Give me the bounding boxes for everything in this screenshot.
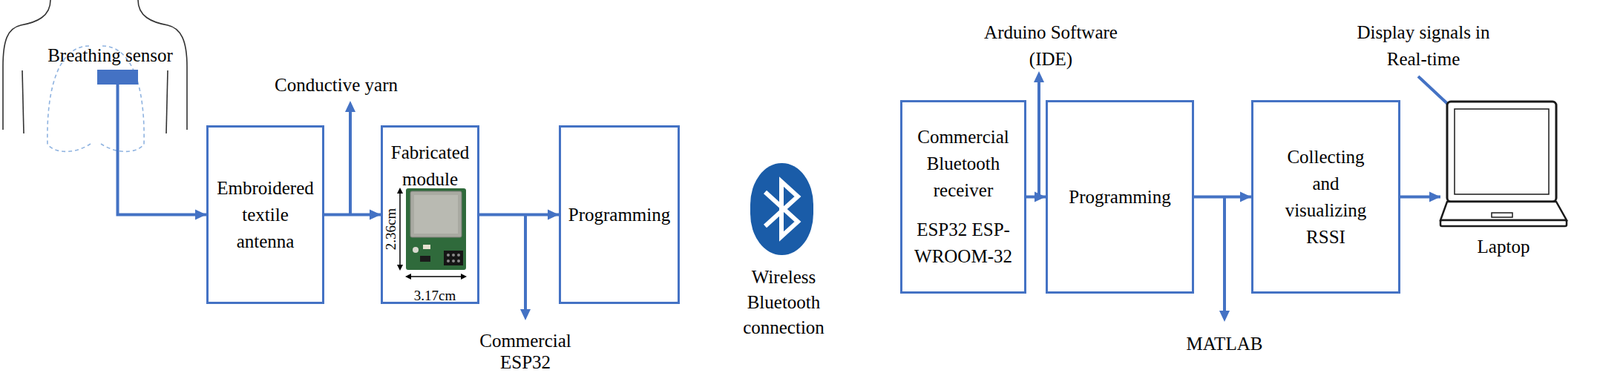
- dimension-head: [397, 264, 403, 271]
- connector-arrow: [479, 210, 559, 221]
- torso-outline: [2, 0, 188, 134]
- arrow-head: [520, 309, 531, 321]
- annotation-label: Display signals in Real-time: [1347, 19, 1500, 73]
- connector-line: [1400, 195, 1441, 199]
- connector-arrow: [324, 210, 381, 221]
- arrow-head: [547, 210, 559, 221]
- annotation-label: Conductive yarn: [261, 71, 411, 98]
- connector-arrow: [117, 84, 208, 221]
- dimension-vertical: [399, 191, 401, 268]
- pcb-board: [405, 188, 467, 271]
- pin-header: [443, 250, 464, 266]
- process-box: Collecting and visualizing RSSI: [1251, 100, 1401, 294]
- component: [423, 244, 431, 250]
- pin: [451, 253, 455, 257]
- annotation-label: Arduino Software (IDE): [975, 19, 1128, 73]
- arrow-head: [195, 210, 207, 221]
- laptop-lid: [1447, 101, 1557, 202]
- process-box: Embroidered textile antenna: [206, 125, 325, 305]
- leader-line: [523, 214, 527, 311]
- leader-arrow: [520, 214, 531, 321]
- arrow-head: [1219, 310, 1230, 323]
- pin: [457, 253, 461, 257]
- node-label: Fabricated module: [383, 139, 477, 193]
- arrow-head: [1033, 71, 1045, 83]
- dimension-head: [405, 273, 412, 280]
- dimension-head: [397, 187, 403, 194]
- laptop-node: Laptop: [1440, 101, 1567, 227]
- laptop-base: [1440, 201, 1567, 221]
- connector-line: [324, 213, 381, 217]
- process-box: Programming: [558, 125, 680, 305]
- arrow-head: [369, 210, 381, 221]
- pin: [446, 259, 450, 263]
- annotation-label: Commercial ESP32: [473, 330, 578, 374]
- leader-arrow: [1033, 71, 1045, 196]
- leader-line: [1037, 81, 1041, 196]
- arrow-head: [1429, 192, 1441, 203]
- node-sublabel: ESP32 ESP-WROOM-32: [913, 216, 1014, 271]
- laptop-illustration: [1440, 101, 1567, 227]
- connector-arrow: [1194, 192, 1252, 203]
- sensor-patch: Breathing sensor: [97, 69, 139, 85]
- leader-line: [1223, 195, 1226, 312]
- connector-line: [479, 213, 559, 217]
- component: [420, 256, 431, 262]
- annotation-label: Wireless Bluetooth connection: [738, 264, 829, 341]
- arrow-head: [1240, 192, 1252, 203]
- process-box: Commercial Bluetooth receiverESP32 ESP-W…: [900, 100, 1027, 294]
- shield-face: [414, 195, 458, 234]
- bluetooth-rune: [765, 181, 798, 237]
- process-box: Programming: [1045, 100, 1195, 294]
- component: [412, 247, 419, 254]
- laptop-screen: [1454, 109, 1549, 195]
- arrow-head: [1034, 192, 1046, 203]
- connector-line: [117, 84, 208, 216]
- pin: [451, 259, 455, 263]
- pcb-module: [405, 188, 467, 271]
- rf-shield: [410, 191, 462, 238]
- pin: [446, 253, 450, 257]
- arm-right: [166, 70, 168, 134]
- dimension-line: [397, 187, 467, 280]
- connector-line: [1194, 195, 1252, 199]
- node-label: Programming: [568, 201, 671, 229]
- laptop-edge: [1440, 220, 1567, 227]
- leader-arrow: [345, 100, 356, 215]
- arm-left: [22, 70, 24, 134]
- node-label: Programming: [1068, 184, 1172, 211]
- arrow-head: [345, 100, 356, 113]
- annotation-label: MATLAB: [1165, 330, 1284, 357]
- torso-left: [2, 0, 51, 130]
- dimension-horizontal: [408, 276, 464, 278]
- node-label: Commercial Bluetooth receiver: [913, 123, 1014, 205]
- node-label: Embroidered textile antenna: [215, 175, 316, 256]
- bluetooth-symbol: [750, 163, 814, 256]
- dimension-label: 2.36cm: [382, 208, 400, 251]
- laptop-touchpad: [1491, 212, 1513, 218]
- pin: [457, 259, 461, 263]
- node-label: Laptop: [1477, 234, 1531, 260]
- dimension-label: 3.17cm: [397, 287, 472, 305]
- leader-line: [348, 111, 352, 215]
- connector-line: [1026, 195, 1046, 199]
- dimension-head: [460, 273, 467, 280]
- connector-arrow: [1400, 192, 1441, 203]
- node-label: Breathing sensor: [47, 44, 173, 67]
- node-label: Collecting and visualizing RSSI: [1279, 143, 1373, 251]
- connector-arrow: [1026, 192, 1046, 203]
- bluetooth-badge: [750, 163, 814, 256]
- leader-arrow: [1219, 195, 1230, 323]
